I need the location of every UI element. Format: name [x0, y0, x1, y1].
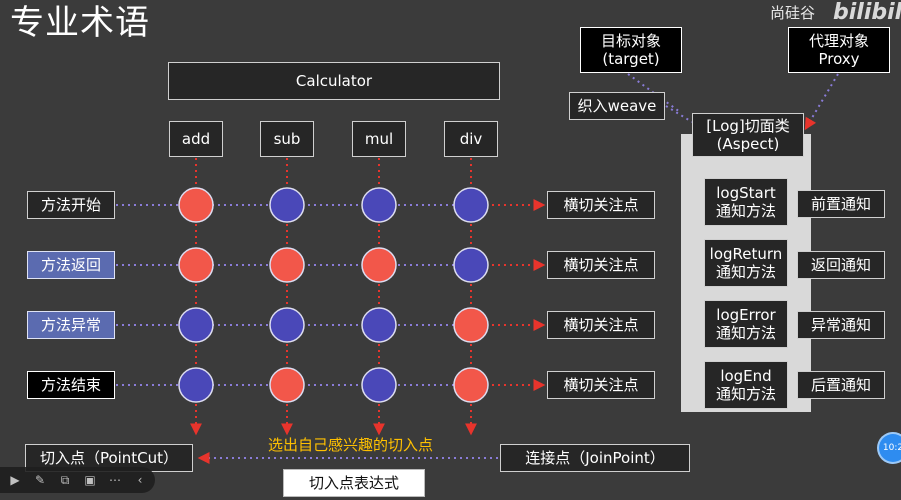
target-line1: 目标对象	[600, 32, 661, 50]
highlight-caption: 选出自己感兴趣的切入点	[268, 436, 434, 454]
join-point-node-red	[269, 247, 305, 283]
advice-method-name: logStart	[716, 184, 776, 202]
advice-method-caption: 通知方法	[715, 202, 776, 220]
join-point-node-red	[361, 247, 397, 283]
advice-type-exception: 异常通知	[797, 311, 885, 339]
join-point-node-blue	[361, 367, 397, 403]
bilibili-logo: bilibili	[833, 0, 901, 25]
advice-method-name: logEnd	[720, 367, 772, 385]
joinpoint-box: 连接点（JoinPoint）	[500, 444, 690, 472]
brand-text: 尚硅谷	[770, 4, 816, 22]
join-point-node-red	[178, 247, 214, 283]
video-toolbar: ▶ ✎ ⧉ ▣ ⋯ ‹	[0, 467, 155, 493]
pen-icon[interactable]: ✎	[34, 473, 46, 487]
play-icon[interactable]: ▶	[10, 473, 20, 487]
proxy-object-box: 代理对象 Proxy	[788, 27, 890, 73]
weave-connector	[665, 105, 693, 123]
crosscut-concern-2: 横切关注点	[547, 251, 655, 279]
pointcut-expression-box: 切入点表达式	[283, 469, 425, 497]
advice-type-before: 前置通知	[797, 190, 885, 218]
row-label-method-end: 方法结束	[27, 371, 115, 399]
time-badge: 10:2	[879, 434, 901, 462]
advice-method-caption: 通知方法	[715, 263, 776, 281]
join-point-node-blue	[453, 247, 489, 283]
more-icon[interactable]: ⋯	[109, 473, 121, 487]
target-line2: (target)	[602, 50, 660, 68]
screenshot-icon[interactable]: ⧉	[60, 473, 70, 487]
crosscut-concern-1: 横切关注点	[547, 191, 655, 219]
advice-method-name: logError	[716, 306, 776, 324]
proxy-line2: Proxy	[818, 50, 860, 68]
advice-method-logstart: logStart 通知方法	[704, 178, 788, 226]
row-label-method-exception: 方法异常	[27, 311, 115, 339]
row-label-method-start: 方法开始	[27, 191, 115, 219]
method-sub: sub	[260, 121, 314, 157]
method-div: div	[444, 121, 498, 157]
aspect-line1: [Log]切面类	[706, 117, 790, 135]
join-point-node-red	[269, 367, 305, 403]
advice-method-logend: logEnd 通知方法	[704, 361, 788, 409]
join-point-node-blue	[269, 187, 305, 223]
advice-type-after: 后置通知	[797, 371, 885, 399]
join-point-node-blue	[453, 187, 489, 223]
join-point-node-red	[453, 307, 489, 343]
join-point-node-blue	[178, 307, 214, 343]
proxy-line1: 代理对象	[808, 32, 869, 50]
crosscut-concern-4: 横切关注点	[547, 371, 655, 399]
join-point-node-red	[453, 367, 489, 403]
method-add: add	[169, 121, 223, 157]
method-mul: mul	[352, 121, 406, 157]
collapse-icon[interactable]: ‹	[137, 473, 143, 487]
row-label-method-return: 方法返回	[27, 251, 115, 279]
join-point-node-blue	[269, 307, 305, 343]
weave-box: 织入weave	[569, 92, 665, 120]
join-point-node-blue	[361, 307, 397, 343]
target-object-box: 目标对象 (target)	[580, 27, 682, 73]
camera-icon[interactable]: ▣	[84, 473, 96, 487]
aspect-line2: (Aspect)	[716, 135, 780, 153]
join-point-node-red	[178, 187, 214, 223]
crosscut-concern-3: 横切关注点	[547, 311, 655, 339]
advice-method-name: logReturn	[709, 245, 783, 263]
page-title: 专业术语	[10, 3, 150, 43]
proxy-connector	[804, 73, 839, 131]
advice-method-logreturn: logReturn 通知方法	[704, 239, 788, 287]
aspect-box: [Log]切面类 (Aspect)	[692, 113, 804, 157]
advice-type-return: 返回通知	[797, 251, 885, 279]
advice-method-caption: 通知方法	[715, 324, 776, 342]
advice-method-caption: 通知方法	[715, 385, 776, 403]
join-point-node-blue	[178, 367, 214, 403]
advice-method-logerror: logError 通知方法	[704, 300, 788, 348]
join-point-node-blue	[361, 187, 397, 223]
calculator-box: Calculator	[168, 62, 500, 100]
